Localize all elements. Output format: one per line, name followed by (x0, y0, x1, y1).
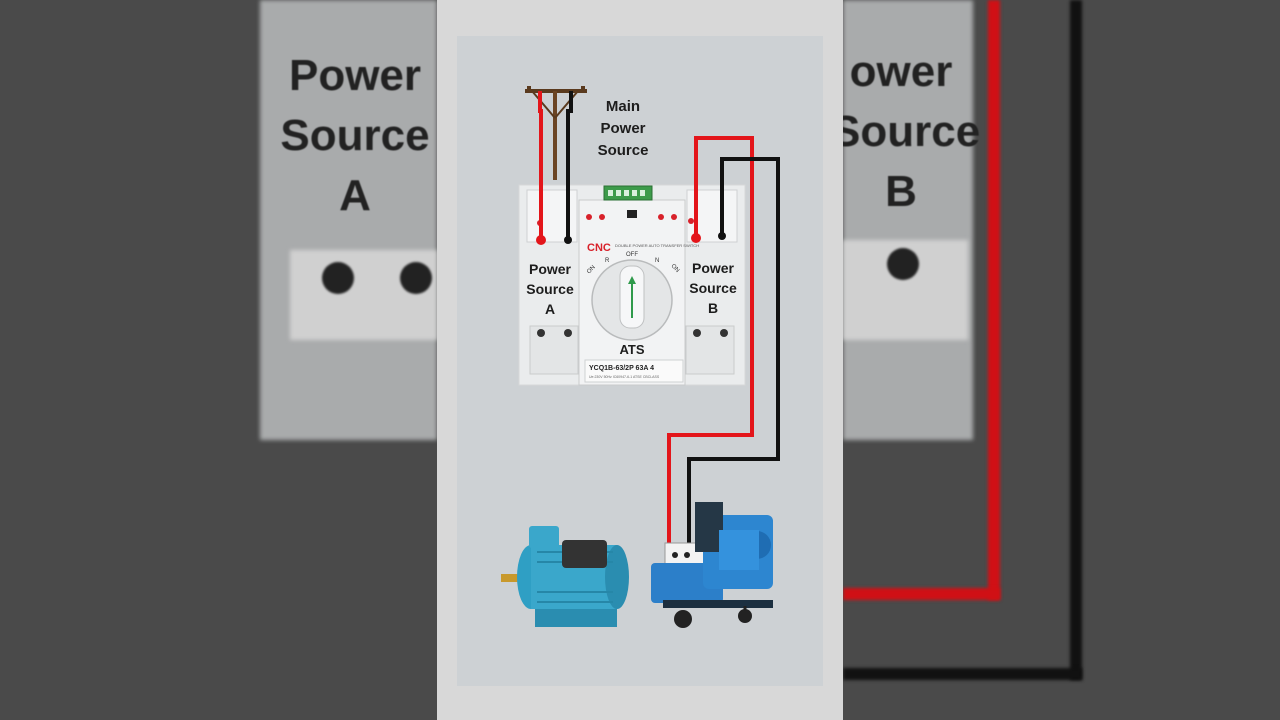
svg-text:R: R (605, 258, 610, 264)
main-source-wires (536, 91, 573, 245)
power-source-b-label: Power Source B (689, 260, 737, 316)
blurred-red-wire (843, 588, 1000, 600)
diagram-graphics: CNC DOUBLE POWER AUTO TRANSFER SWITCH ON… (501, 86, 780, 628)
blurred-black-wire (1070, 0, 1082, 680)
background-right-panel: ower Source B (843, 0, 1280, 720)
generator-icon (651, 502, 773, 628)
svg-text:DOUBLE POWER AUTO TRANSFER SWI: DOUBLE POWER AUTO TRANSFER SWITCH (615, 243, 699, 248)
blurred-label-right: ower Source B (843, 47, 981, 216)
svg-text:ON: ON (586, 265, 597, 276)
blurred-label-left: Power Source A (280, 51, 430, 220)
electric-motor-icon (501, 526, 629, 627)
terminal-dot (322, 262, 354, 294)
svg-text:Ue:230V 50Hz IC60947-6-1 ATSE: Ue:230V 50Hz IC60947-6-1 ATSE CBCLASS (589, 375, 660, 379)
main-power-source-label: Main Power Source (597, 98, 649, 159)
ats-switch-device: CNC DOUBLE POWER AUTO TRANSFER SWITCH ON… (518, 184, 746, 386)
blurred-black-wire (843, 668, 1082, 680)
terminal-dot (887, 248, 919, 280)
svg-text:OFF: OFF (626, 252, 638, 258)
wiring-diagram: CNC DOUBLE POWER AUTO TRANSFER SWITCH ON… (437, 0, 843, 720)
power-source-a-label: Power Source A (526, 261, 574, 317)
svg-text:N: N (655, 258, 659, 264)
background-left-panel: Power Source A (0, 0, 437, 720)
blurred-red-wire (988, 0, 1000, 600)
generator-wires (667, 136, 780, 545)
terminal-dot (400, 262, 432, 294)
brand-logo: CNC (587, 242, 611, 254)
svg-text:YCQ1B-63/2P 63A 4: YCQ1B-63/2P 63A 4 (589, 365, 654, 372)
ats-label: ATS (619, 342, 645, 357)
utility-pole-icon (525, 86, 587, 180)
svg-text:ON: ON (670, 263, 681, 274)
